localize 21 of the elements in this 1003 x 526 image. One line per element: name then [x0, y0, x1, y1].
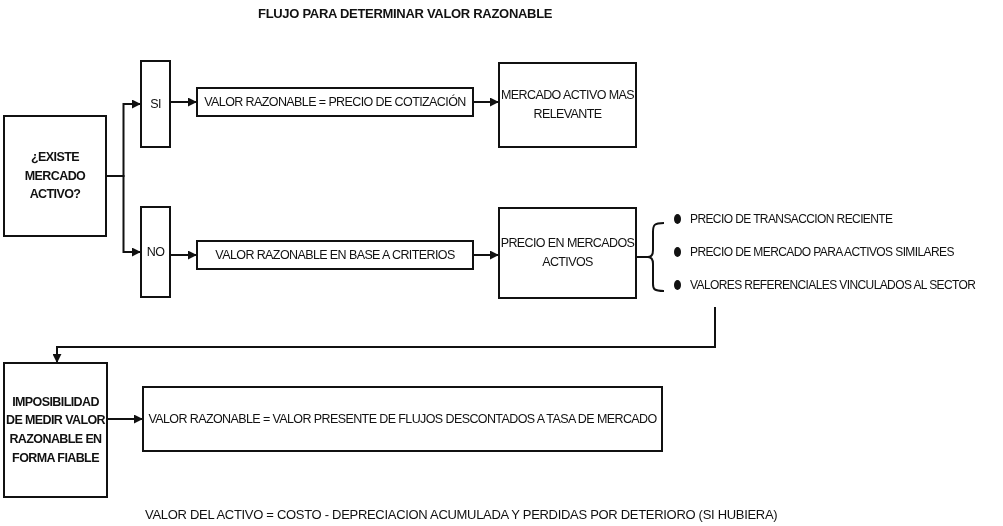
process-box: IMPOSIBILIDAD DE MEDIR VALOR RAZONABLE EN FORMA FIABLE — [3, 362, 108, 498]
arrow — [106, 175, 141, 257]
process-box: VALOR RAZONABLE EN BASE A CRITERIOS — [196, 240, 474, 270]
decision-box: ¿EXISTE MERCADO ACTIVO? — [3, 115, 107, 237]
process-box: VALOR RAZONABLE = VALOR PRESENTE DE FLUJOS DESCONTADOS A TASA DE MERCADO — [142, 386, 663, 452]
process-box: VALOR RAZONABLE = PRECIO DE COTIZACIÓN — [196, 87, 474, 117]
arrow — [473, 97, 499, 107]
arrow — [473, 250, 499, 260]
process-box: PRECIO EN MERCADOS ACTIVOS — [498, 207, 637, 299]
list-item: VALORES REFERENCIALES VINCULADOS AL SECTOR — [690, 277, 976, 294]
answer-box: NO — [140, 206, 171, 298]
note-text: VALOR DEL ACTIVO = COSTO - DEPRECIACION ACUMULADA Y PERDIDAS POR DETERIORO (SI HUBIERA) — [145, 507, 778, 522]
arrow — [107, 414, 143, 424]
answer-box: SI — [140, 60, 171, 148]
list-item: PRECIO DE TRANSACCION RECIENTE — [690, 211, 893, 228]
process-box: MERCADO ACTIVO MAS RELEVANTE — [498, 62, 637, 148]
arrow — [170, 97, 197, 107]
list-item: PRECIO DE MERCADO PARA ACTIVOS SIMILARES — [690, 244, 954, 261]
diagram-title: FLUJO PARA DETERMINAR VALOR RAZONABLE — [258, 6, 553, 21]
arrow — [170, 250, 197, 260]
arrow — [52, 306, 716, 363]
